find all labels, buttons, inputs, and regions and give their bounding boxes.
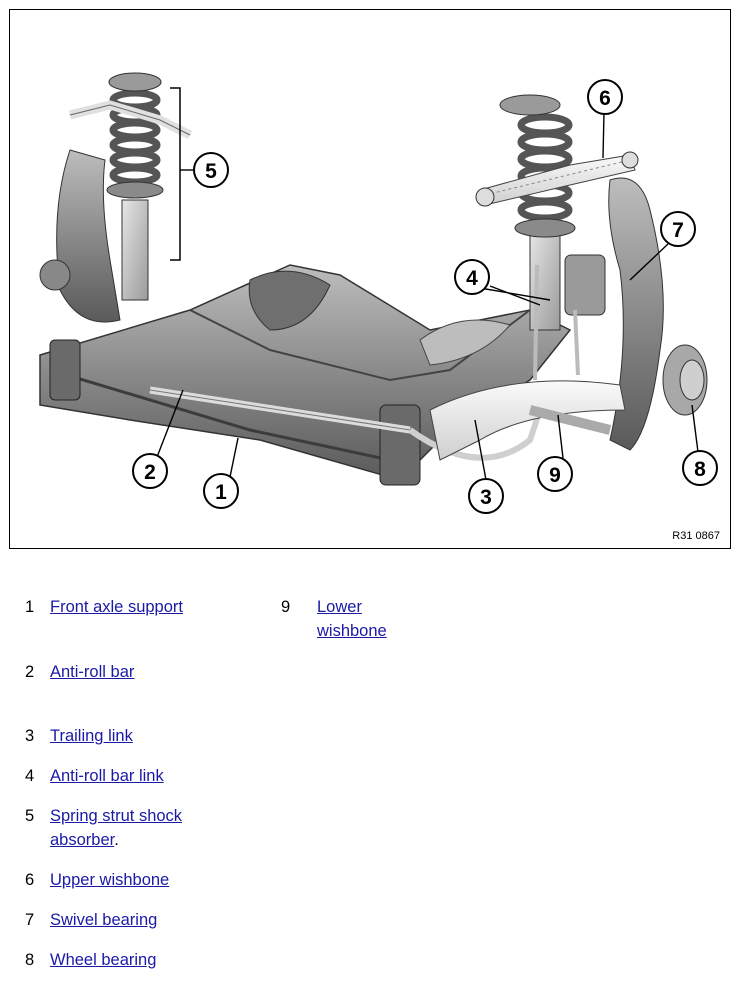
svg-text:6: 6	[599, 87, 611, 110]
link-anti-roll-bar[interactable]: Anti-roll bar	[50, 663, 135, 681]
link-swivel-bearing[interactable]: Swivel bearing	[50, 911, 158, 929]
anti-roll-bar-shape	[149, 386, 543, 461]
link-spring-strut-shock-absorber[interactable]: Spring strut shock absorber	[50, 807, 183, 849]
link-upper-wishbone[interactable]: Upper wishbone	[50, 871, 170, 889]
link-lower-wishbone[interactable]: Lower wishbone	[317, 598, 387, 640]
svg-text:2: 2	[144, 461, 156, 484]
front-axle-support-shape	[39, 264, 572, 486]
suspension-illustration: 1 2 3 4 5 6 7 8	[39, 72, 718, 514]
svg-text:8: 8	[694, 458, 706, 481]
anti-roll-bar-link-shape	[533, 264, 539, 381]
callout-4: 4	[454, 259, 490, 295]
link-wheel-bearing[interactable]: Wheel bearing	[50, 951, 157, 969]
legend-number: 2	[25, 663, 35, 681]
link-anti-roll-bar-link[interactable]: Anti-roll bar link	[50, 767, 164, 785]
callout-3: 3	[468, 478, 504, 514]
figure-reference: R31 0867	[672, 530, 720, 542]
link-front-axle-support[interactable]: Front axle support	[50, 598, 183, 616]
legend-number: 6	[25, 871, 35, 889]
callout-5-bracket	[170, 87, 181, 261]
leader-lines	[156, 111, 699, 481]
swivel-bearing-shape	[608, 177, 664, 451]
callout-6: 6	[587, 79, 623, 115]
upper-wishbone-shape	[475, 151, 639, 207]
callout-2: 2	[132, 453, 168, 489]
svg-text:3: 3	[480, 486, 492, 509]
link-trailing-link[interactable]: Trailing link	[50, 727, 133, 745]
legend-number: 3	[25, 727, 35, 745]
svg-text:1: 1	[215, 481, 227, 504]
svg-text:9: 9	[549, 464, 561, 487]
legend-number: 4	[25, 767, 35, 785]
callout-1: 1	[203, 473, 239, 509]
callout-8: 8	[682, 450, 718, 486]
svg-text:5: 5	[205, 160, 217, 183]
legend-number: 7	[25, 911, 35, 929]
legend-number: 9	[281, 598, 291, 616]
callout-5: 5	[193, 152, 229, 188]
legend-number: 5	[25, 807, 35, 825]
callout-9: 9	[537, 456, 573, 492]
callout-7: 7	[660, 211, 696, 247]
legend-number: 8	[25, 951, 35, 969]
svg-text:7: 7	[672, 219, 684, 242]
suspension-diagram: 1 2 3 4 5 6 7 8	[9, 9, 731, 549]
svg-text:4: 4	[466, 267, 478, 290]
legend-number: 1	[25, 598, 35, 616]
left-spring-strut-shape	[39, 72, 193, 323]
wheel-bearing-shape	[662, 344, 708, 416]
